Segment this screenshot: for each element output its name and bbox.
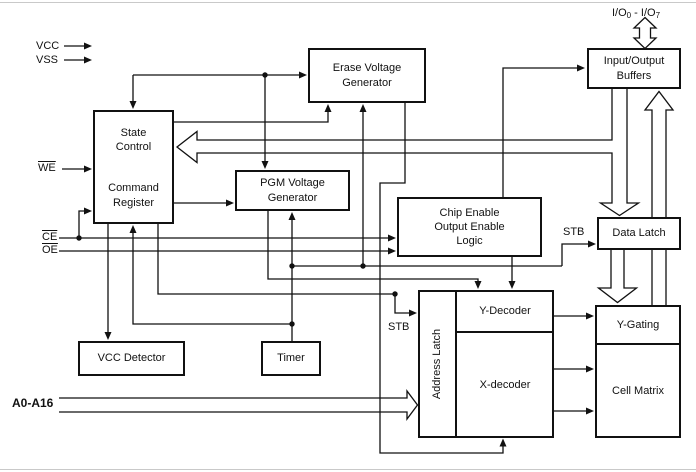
timer-block: Timer xyxy=(261,341,321,376)
memory-array-block xyxy=(595,305,681,438)
cell-matrix-label: Cell Matrix xyxy=(612,385,664,397)
ce-pin-label: CE xyxy=(42,231,58,243)
pgm-voltage-generator-block: PGM Voltage Generator xyxy=(235,170,350,211)
state-control-label: State Control xyxy=(115,127,152,154)
bus-arrows xyxy=(59,16,675,421)
input-output-buffers-label: Input/Output Buffers xyxy=(603,55,665,82)
io-bus-arrow xyxy=(632,16,658,50)
bottom-rule xyxy=(0,469,696,470)
top-rule xyxy=(0,2,696,3)
data-latch-block: Data Latch xyxy=(597,217,681,250)
address-bus-arrow xyxy=(59,389,419,421)
vcc-detector-block: VCC Detector xyxy=(78,341,185,376)
stb-address-latch-label: STB xyxy=(388,321,410,333)
io-bus-label-mid: - I/O xyxy=(631,7,656,19)
vcc-detector-label: VCC Detector xyxy=(97,352,166,365)
y-gating-label: Y-Gating xyxy=(616,319,660,331)
address-decoder-block xyxy=(418,290,554,438)
write-bus-arrow xyxy=(596,250,639,304)
chip-enable-logic-label: Chip Enable Output Enable Logic xyxy=(434,206,505,248)
io-bus-label-sub7: 7 xyxy=(655,11,661,20)
y-decoder-divider xyxy=(456,331,554,333)
stb-data-latch-label: STB xyxy=(563,226,585,238)
input-output-buffers-block: Input/Output Buffers xyxy=(587,48,681,89)
address-latch-divider xyxy=(455,290,457,438)
address-latch-label: Address Latch xyxy=(431,328,443,400)
chip-enable-output-enable-logic-block: Chip Enable Output Enable Logic xyxy=(397,197,542,257)
command-bus-arrow xyxy=(175,89,641,217)
y-gating-divider xyxy=(595,343,681,345)
vss-pin-label: VSS xyxy=(36,54,59,66)
pgm-voltage-generator-label: PGM Voltage Generator xyxy=(260,177,325,204)
we-pin-label: WE xyxy=(38,162,56,174)
arrowheads xyxy=(84,42,596,447)
data-latch-label: Data Latch xyxy=(612,227,666,240)
state-control-block: State Control Command Register xyxy=(93,110,174,224)
io-bus-label-pre: I/O xyxy=(612,7,627,19)
command-register-label: Command Register xyxy=(108,182,159,209)
erase-voltage-generator-block: Erase Voltage Generator xyxy=(308,48,426,103)
oe-pin-label: OE xyxy=(42,244,58,256)
io-bus-label: I/O0 - I/O7 xyxy=(612,7,660,21)
vcc-pin-label: VCC xyxy=(36,40,60,52)
y-decoder-label: Y-Decoder xyxy=(479,305,531,317)
x-decoder-label: X-decoder xyxy=(479,379,531,391)
erase-voltage-generator-label: Erase Voltage Generator xyxy=(332,62,402,89)
io-bus-label-sub0: 0 xyxy=(626,11,632,20)
junction-dots xyxy=(76,72,398,327)
timer-label: Timer xyxy=(277,352,305,365)
address-bus-label: A0-A16 xyxy=(12,396,54,410)
read-bus-arrow xyxy=(643,90,675,305)
